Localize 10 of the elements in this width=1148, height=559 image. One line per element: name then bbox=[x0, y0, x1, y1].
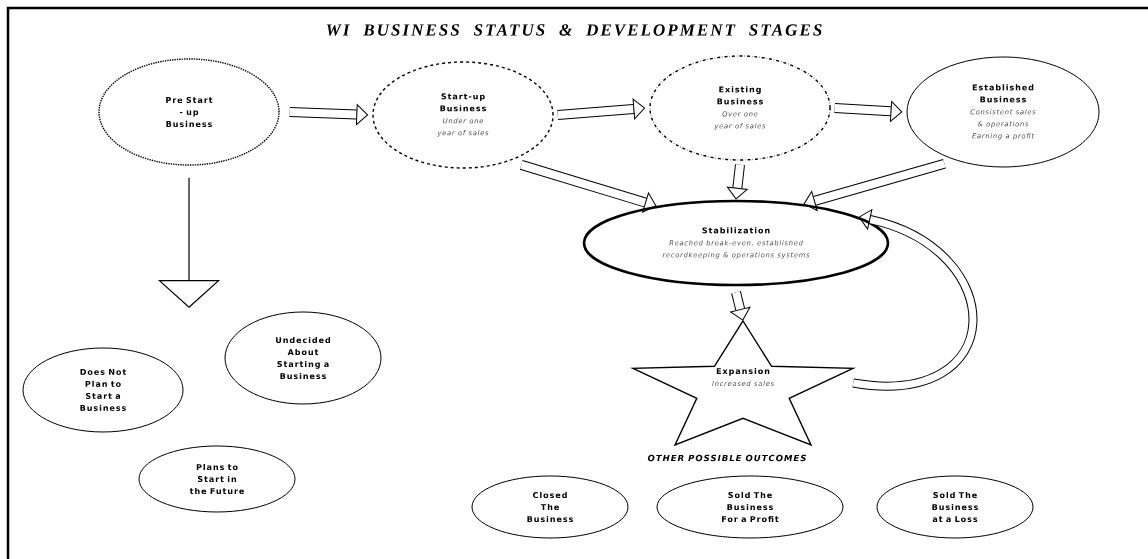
block-arrow bbox=[519, 160, 657, 213]
block-arrow bbox=[834, 100, 903, 122]
title: WI BUSINESS STATUS & DEVELOPMENT STAGES bbox=[326, 24, 822, 36]
block-arrow bbox=[803, 158, 946, 211]
block-arrow bbox=[557, 98, 646, 120]
block-arrow bbox=[726, 164, 748, 200]
section-heading: OTHER POSSIBLE OUTCOMES bbox=[647, 454, 806, 462]
curved-arrow bbox=[852, 209, 978, 391]
block-arrow bbox=[289, 104, 369, 125]
block-arrow bbox=[730, 291, 751, 321]
